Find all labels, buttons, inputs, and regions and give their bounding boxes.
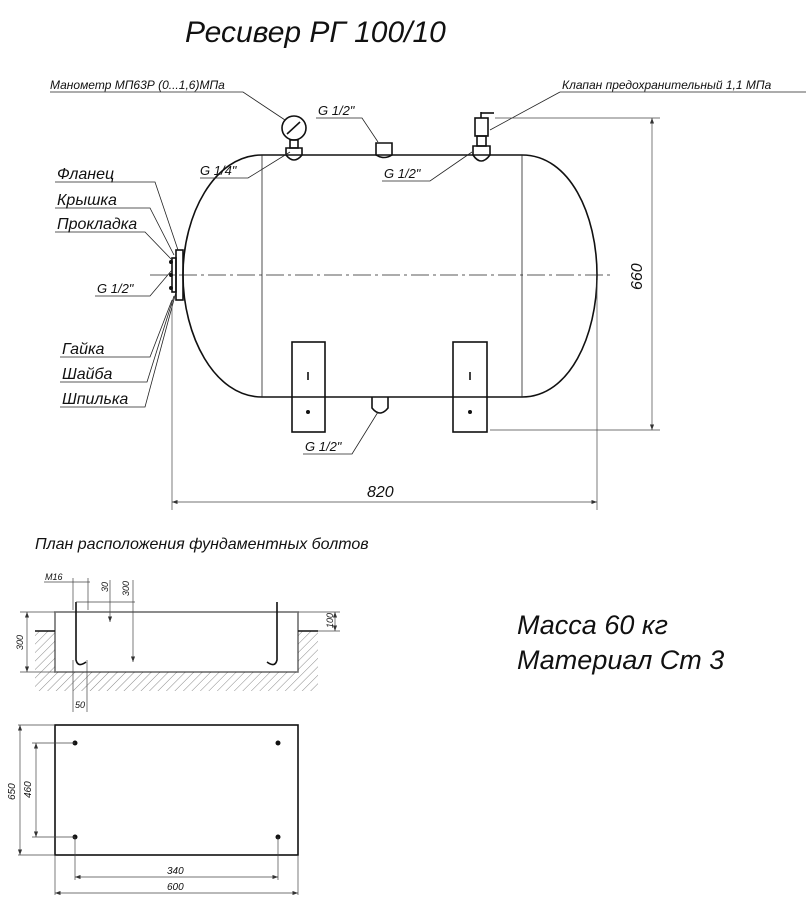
flange-port-label: G 1/2" — [97, 281, 135, 296]
flange-label: Фланец — [57, 166, 114, 183]
nut-label: Гайка — [62, 341, 105, 358]
tank-body — [150, 154, 610, 398]
pressure-gauge — [281, 115, 307, 161]
material-spec: Материал Ст 3 — [517, 645, 724, 675]
washer-label: Шайба — [62, 366, 113, 383]
foundation-plan — [17, 724, 299, 896]
mass-spec: Масса 60 кг — [517, 610, 668, 640]
drawing-title: Ресивер РГ 100/10 — [185, 16, 446, 49]
gasket-label: Прокладка — [57, 216, 137, 233]
dim-50: 50 — [75, 700, 85, 710]
manometer-label: Манометр МП63Р (0...1,6)МПа — [50, 78, 225, 92]
stud-label: Шпилька — [62, 391, 128, 408]
valve-label: Клапан предохранительный 1,1 МПа — [562, 78, 772, 92]
top-port — [375, 142, 393, 159]
manometer-port-label: G 1/4" — [200, 163, 238, 178]
dimension-lines — [171, 117, 660, 510]
safety-valve — [472, 112, 494, 162]
leaders — [50, 91, 806, 455]
length-dimension: 820 — [367, 484, 394, 501]
foundation-section — [20, 578, 340, 712]
dim-600: 600 — [167, 882, 184, 893]
dim-300-bolt: 300 — [121, 581, 131, 596]
bottom-outlet — [371, 397, 389, 414]
top-port-label: G 1/2" — [318, 103, 356, 118]
bottom-port-label: G 1/2" — [305, 439, 343, 454]
dim-300-depth: 300 — [15, 635, 25, 650]
dim-30: 30 — [100, 582, 110, 592]
flange — [169, 249, 184, 301]
bolt-size-label: М16 — [45, 572, 63, 582]
foundation-title: План расположения фундаментных болтов — [35, 536, 369, 553]
dim-650: 650 — [7, 783, 18, 800]
dim-340: 340 — [167, 866, 184, 877]
dim-100: 100 — [325, 613, 335, 628]
dim-460: 460 — [23, 781, 34, 798]
valve-port-label: G 1/2" — [384, 166, 422, 181]
cover-label: Крышка — [57, 192, 117, 209]
saddle-supports — [291, 341, 488, 433]
height-dimension: 660 — [629, 263, 646, 290]
